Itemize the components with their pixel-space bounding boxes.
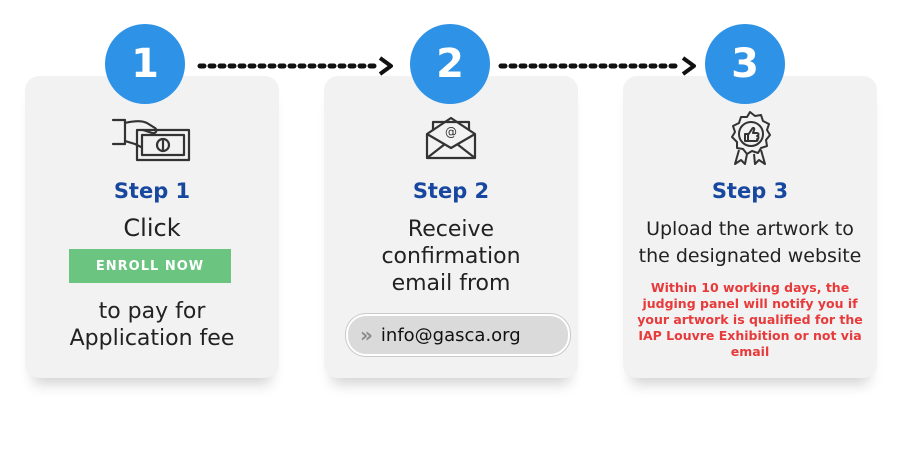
step-3-description: Upload the artwork to the designated web…	[638, 218, 862, 267]
award-badge-icon	[731, 111, 771, 165]
chevron-right-icon: »	[360, 323, 373, 347]
step-2-description: Receive confirmation email from	[381, 217, 521, 296]
email-address: info@gasca.org	[380, 324, 521, 346]
arrow-1-2-icon	[197, 56, 393, 76]
step-1-number: 1	[105, 24, 185, 104]
enroll-now-button[interactable]: ENROLL NOW	[69, 249, 231, 283]
step-3-title: Step 3	[711, 179, 789, 203]
step-1-description: to pay for Application fee	[69, 299, 235, 351]
step-2-title: Step 2	[412, 179, 490, 203]
step-3-number: 3	[705, 24, 785, 104]
step-3-note: Within 10 working days, the judging pane…	[637, 280, 863, 359]
step-3-card: Step 3 Upload the artwork to the designa…	[623, 76, 877, 378]
arrow-2-3-icon	[498, 56, 696, 76]
step-1-click-text: Click	[123, 214, 181, 242]
step-2-number: 2	[410, 24, 490, 104]
email-icon: @	[425, 116, 477, 160]
email-address-pill[interactable]: » info@gasca.org	[346, 314, 570, 356]
payment-hand-icon	[111, 118, 191, 162]
step-1-title: Step 1	[113, 179, 191, 203]
svg-text:@: @	[445, 125, 457, 139]
step-2-card: @ Step 2 Receive confirmation email from…	[324, 76, 578, 378]
step-1-card: Step 1 Click ENROLL NOW to pay for Appli…	[25, 76, 279, 378]
